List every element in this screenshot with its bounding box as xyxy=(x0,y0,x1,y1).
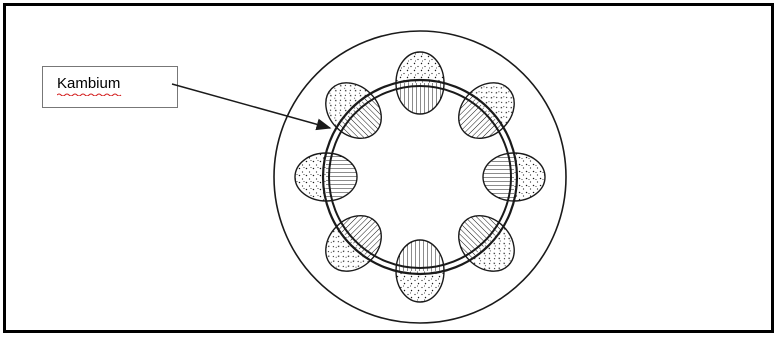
vascular-bundle xyxy=(448,205,526,283)
vascular-bundle xyxy=(315,205,393,283)
vascular-bundle xyxy=(396,52,444,114)
vascular-bundle xyxy=(483,153,545,201)
vascular-bundle xyxy=(295,153,357,201)
vascular-bundles xyxy=(295,52,545,302)
vascular-bundle xyxy=(448,72,526,150)
vascular-bundle xyxy=(315,72,393,150)
vascular-bundle xyxy=(396,240,444,302)
kambium-pointer-arrow xyxy=(172,84,330,128)
